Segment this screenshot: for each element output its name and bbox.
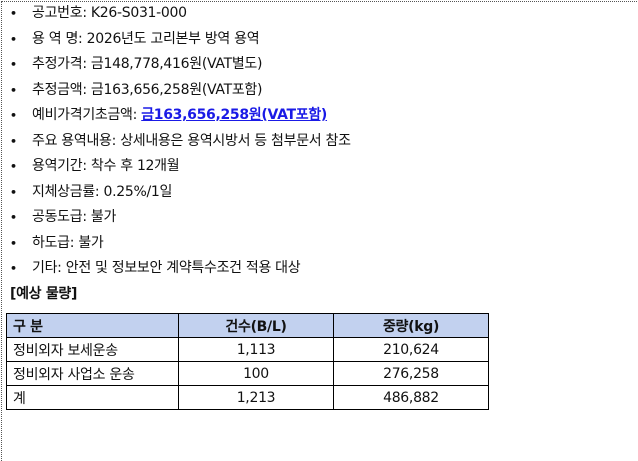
bullet-icon: • — [10, 58, 17, 71]
category-cell: 계 — [6, 385, 179, 410]
bullet-icon: • — [10, 160, 17, 173]
bullet-icon: • — [10, 236, 17, 250]
item-value: 착수 후 12개월 — [90, 158, 180, 174]
weight-cell: 210,624 — [333, 337, 489, 362]
estimated-amount-item: • 추정금액: 금163,656,258원(VAT포함) — [8, 78, 351, 104]
table-header-row: 구 분 건수(B/L) 중량(kg) — [6, 313, 489, 338]
weight-cell: 486,882 — [333, 385, 489, 410]
notice-details-list: • 공고번호: K26-S031-000 • 용 역 명: 2026년도 고리본… — [8, 1, 351, 282]
service-name-item: • 용 역 명: 2026년도 고리본부 방역 용역 — [8, 27, 351, 53]
item-value: 금163,656,258원(VAT포함) — [90, 81, 263, 98]
count-cell: 1,113 — [178, 337, 334, 362]
item-label: 지체상금률: — [32, 183, 100, 200]
item-value: 불가 — [90, 209, 117, 225]
reserve-base-amount-item: • 예비가격기초금액: 금163,656,258원(VAT포함) — [8, 103, 351, 129]
joint-contract-item: • 공동도급: 불가 — [8, 205, 351, 231]
category-cell: 정비외자 보세운송 — [6, 337, 179, 362]
column-header-count: 건수(B/L) — [178, 313, 334, 338]
expected-quantity-heading: [예상 물량] — [10, 286, 78, 302]
item-label: 주요 용역내용: — [32, 132, 117, 149]
item-value: 0.25%/1일 — [103, 183, 173, 200]
service-period-item: • 용역기간: 착수 후 12개월 — [8, 154, 351, 180]
item-label: 용역기간: — [32, 158, 87, 174]
bullet-icon: • — [10, 211, 17, 224]
weight-cell: 276,258 — [333, 361, 489, 386]
category-cell: 정비외자 사업소 운송 — [6, 361, 179, 386]
column-header-category: 구 분 — [6, 313, 179, 338]
item-label: 하도급: — [32, 234, 75, 251]
item-label: 추정가격: — [32, 56, 87, 72]
bullet-icon: • — [10, 32, 17, 46]
item-label: 기타: — [32, 260, 62, 276]
main-service-content-item: • 주요 용역내용: 상세내용은 용역시방서 등 첨부문서 참조 — [8, 129, 351, 155]
item-value: 2026년도 고리본부 방역 용역 — [86, 30, 260, 47]
item-value: 불가 — [78, 234, 104, 251]
other-notes-item: • 기타: 안전 및 정보보안 계약특수조건 적용 대상 — [8, 256, 351, 282]
bullet-icon: • — [10, 185, 17, 199]
highlighted-amount-value: 금163,656,258원(VAT포함) — [141, 107, 328, 123]
item-value: 안전 및 정보보안 계약특수조건 적용 대상 — [65, 260, 301, 276]
estimated-price-item: • 추정가격: 금148,778,416원(VAT별도) — [8, 52, 351, 78]
table-total-row: 계 1,213 486,882 — [6, 385, 489, 410]
column-header-weight: 중량(kg) — [333, 313, 489, 338]
table-row: 정비외자 보세운송 1,113 210,624 — [6, 337, 489, 362]
item-label: 추정금액: — [32, 81, 87, 98]
bullet-icon: • — [10, 262, 17, 275]
subcontract-item: • 하도급: 불가 — [8, 231, 351, 257]
expected-quantity-table: 구 분 건수(B/L) 중량(kg) 정비외자 보세운송 1,113 210,6… — [6, 313, 489, 410]
delay-penalty-rate-item: • 지체상금률: 0.25%/1일 — [8, 180, 351, 206]
item-value: K26-S031-000 — [90, 5, 187, 21]
count-cell: 100 — [178, 361, 334, 386]
item-label: 공고번호: — [32, 5, 87, 21]
item-label: 용 역 명: — [32, 30, 83, 47]
bullet-icon: • — [10, 7, 17, 20]
notice-number-item: • 공고번호: K26-S031-000 — [8, 1, 351, 27]
bullet-icon: • — [10, 109, 17, 122]
item-value: 상세내용은 용역시방서 등 첨부문서 참조 — [120, 132, 351, 149]
bullet-icon: • — [10, 83, 17, 97]
count-cell: 1,213 — [178, 385, 334, 410]
item-value: 금148,778,416원(VAT별도) — [90, 56, 263, 72]
item-label: 예비가격기초금액: — [32, 107, 138, 123]
item-label: 공동도급: — [32, 209, 87, 225]
table-row: 정비외자 사업소 운송 100 276,258 — [6, 361, 489, 386]
bullet-icon: • — [10, 134, 17, 148]
